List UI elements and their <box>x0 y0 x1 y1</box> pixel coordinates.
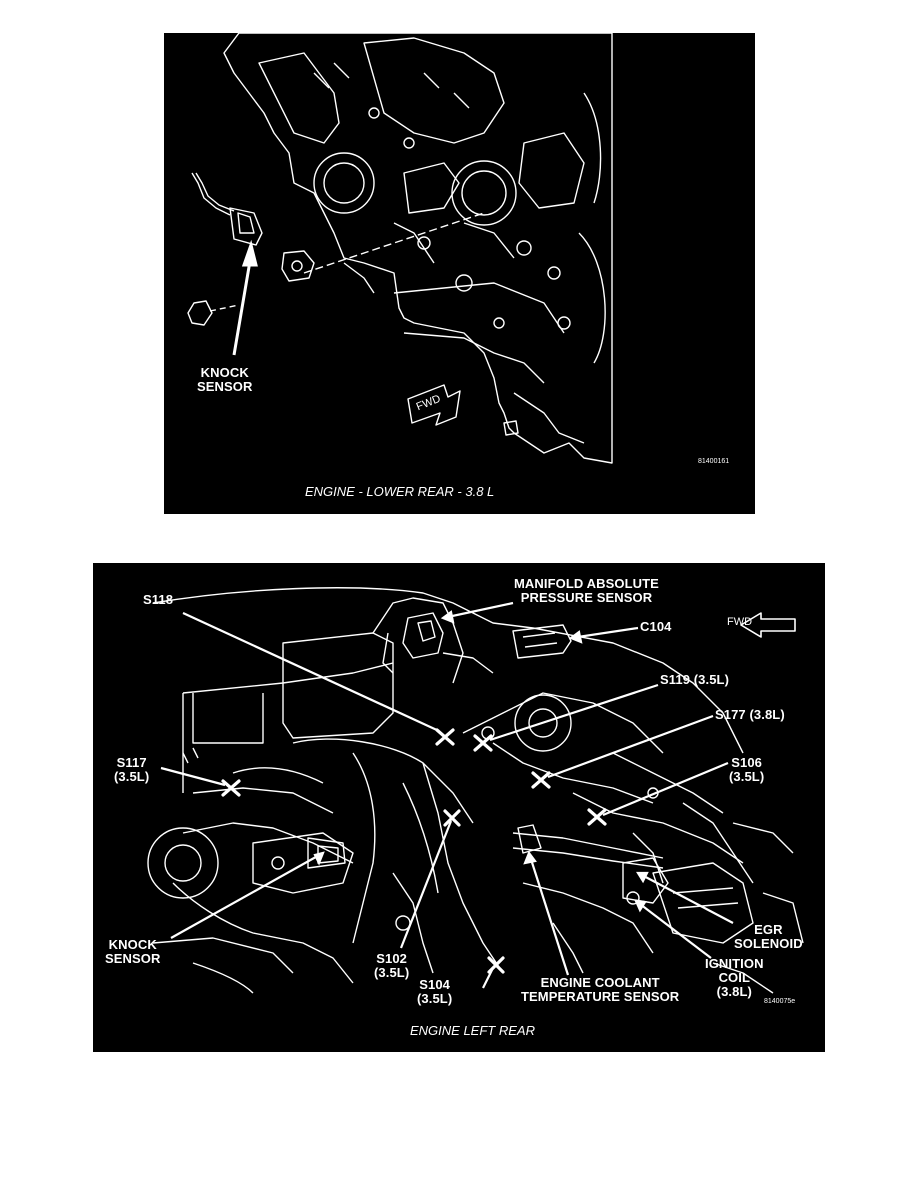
s118-label: S118 <box>143 592 174 607</box>
engine-lower-rear-drawing <box>187 33 613 464</box>
ect-sensor-label: ENGINE COOLANT TEMPERATURE SENSOR <box>521 975 680 1004</box>
knock-sensor-label: KNOCK SENSOR <box>197 365 253 394</box>
knock-sensor-label: KNOCK SENSOR <box>105 937 161 966</box>
s102-label: S102 (3.5L) <box>374 951 410 980</box>
figure-code: 8140075e <box>764 998 796 1005</box>
c104-label: C104 <box>640 619 672 634</box>
egr-solenoid-label: EGR SOLENOID <box>734 922 803 951</box>
figure-caption: ENGINE LEFT REAR <box>410 1023 535 1038</box>
ignition-coil-label: IGNITION COIL (3.8L) <box>705 956 764 999</box>
engine-left-rear-figure: MANIFOLD ABSOLUTE PRESSURE SENSOR S118 F… <box>93 563 825 1052</box>
s177-label: S177 (3.8L) <box>715 707 785 722</box>
figure-caption: ENGINE - LOWER REAR - 3.8 L <box>305 484 495 499</box>
fwd-arrow-label: FWD <box>727 616 753 628</box>
s117-label: S117 (3.5L) <box>114 755 150 784</box>
s119-label: S119 (3.5L) <box>660 672 730 687</box>
figure-code: 81400161 <box>698 458 730 465</box>
engine-lower-rear-figure: KNOCK SENSOR FWD 81400161 ENGINE - LOWER… <box>164 33 755 514</box>
s106-label: S106 (3.5L) <box>729 755 765 784</box>
map-sensor-label: MANIFOLD ABSOLUTE PRESSURE SENSOR <box>514 576 659 605</box>
s104-label: S104 (3.5L) <box>417 977 453 1006</box>
engine-left-rear-drawing <box>147 587 804 994</box>
